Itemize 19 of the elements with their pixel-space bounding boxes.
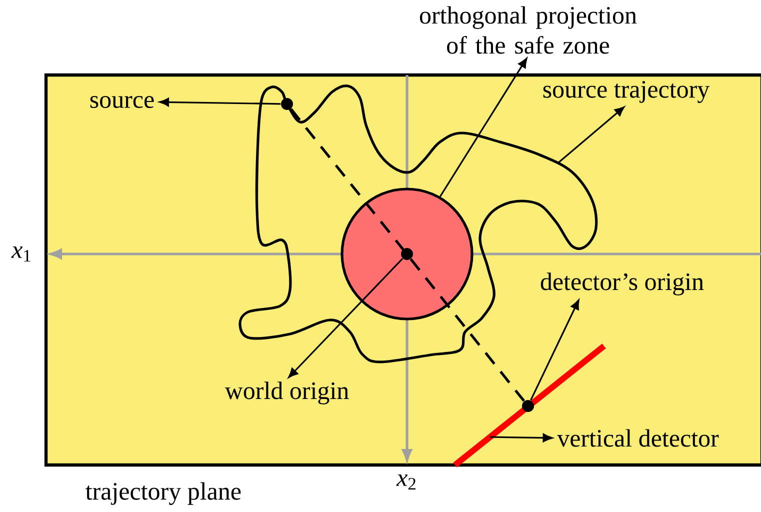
- point-dot: [522, 400, 534, 412]
- arrow: [530, 300, 580, 401]
- safe-zone-circle: [340, 188, 474, 320]
- text-label: source trajectory: [543, 81, 710, 103]
- text-label: vertical detector: [557, 429, 719, 447]
- dashed-line: [290, 108, 526, 402]
- text-label: detector’s origin: [540, 272, 704, 296]
- point-dot: [281, 98, 293, 110]
- leader-line: [557, 106, 625, 164]
- leader-line: [490, 433, 553, 442]
- arrow: [159, 98, 281, 106]
- axis-label: x$_{1}$: [11, 246, 30, 262]
- plane-label: trajectory plane: [86, 482, 241, 505]
- text-label: orthogonal projection of the safe zone: [420, 6, 637, 54]
- text-label: source: [90, 96, 154, 108]
- arrow: [439, 58, 528, 197]
- text-label: world origin: [224, 382, 349, 404]
- arrow: [288, 258, 404, 378]
- axis-label: x$_{2}$: [396, 474, 416, 490]
